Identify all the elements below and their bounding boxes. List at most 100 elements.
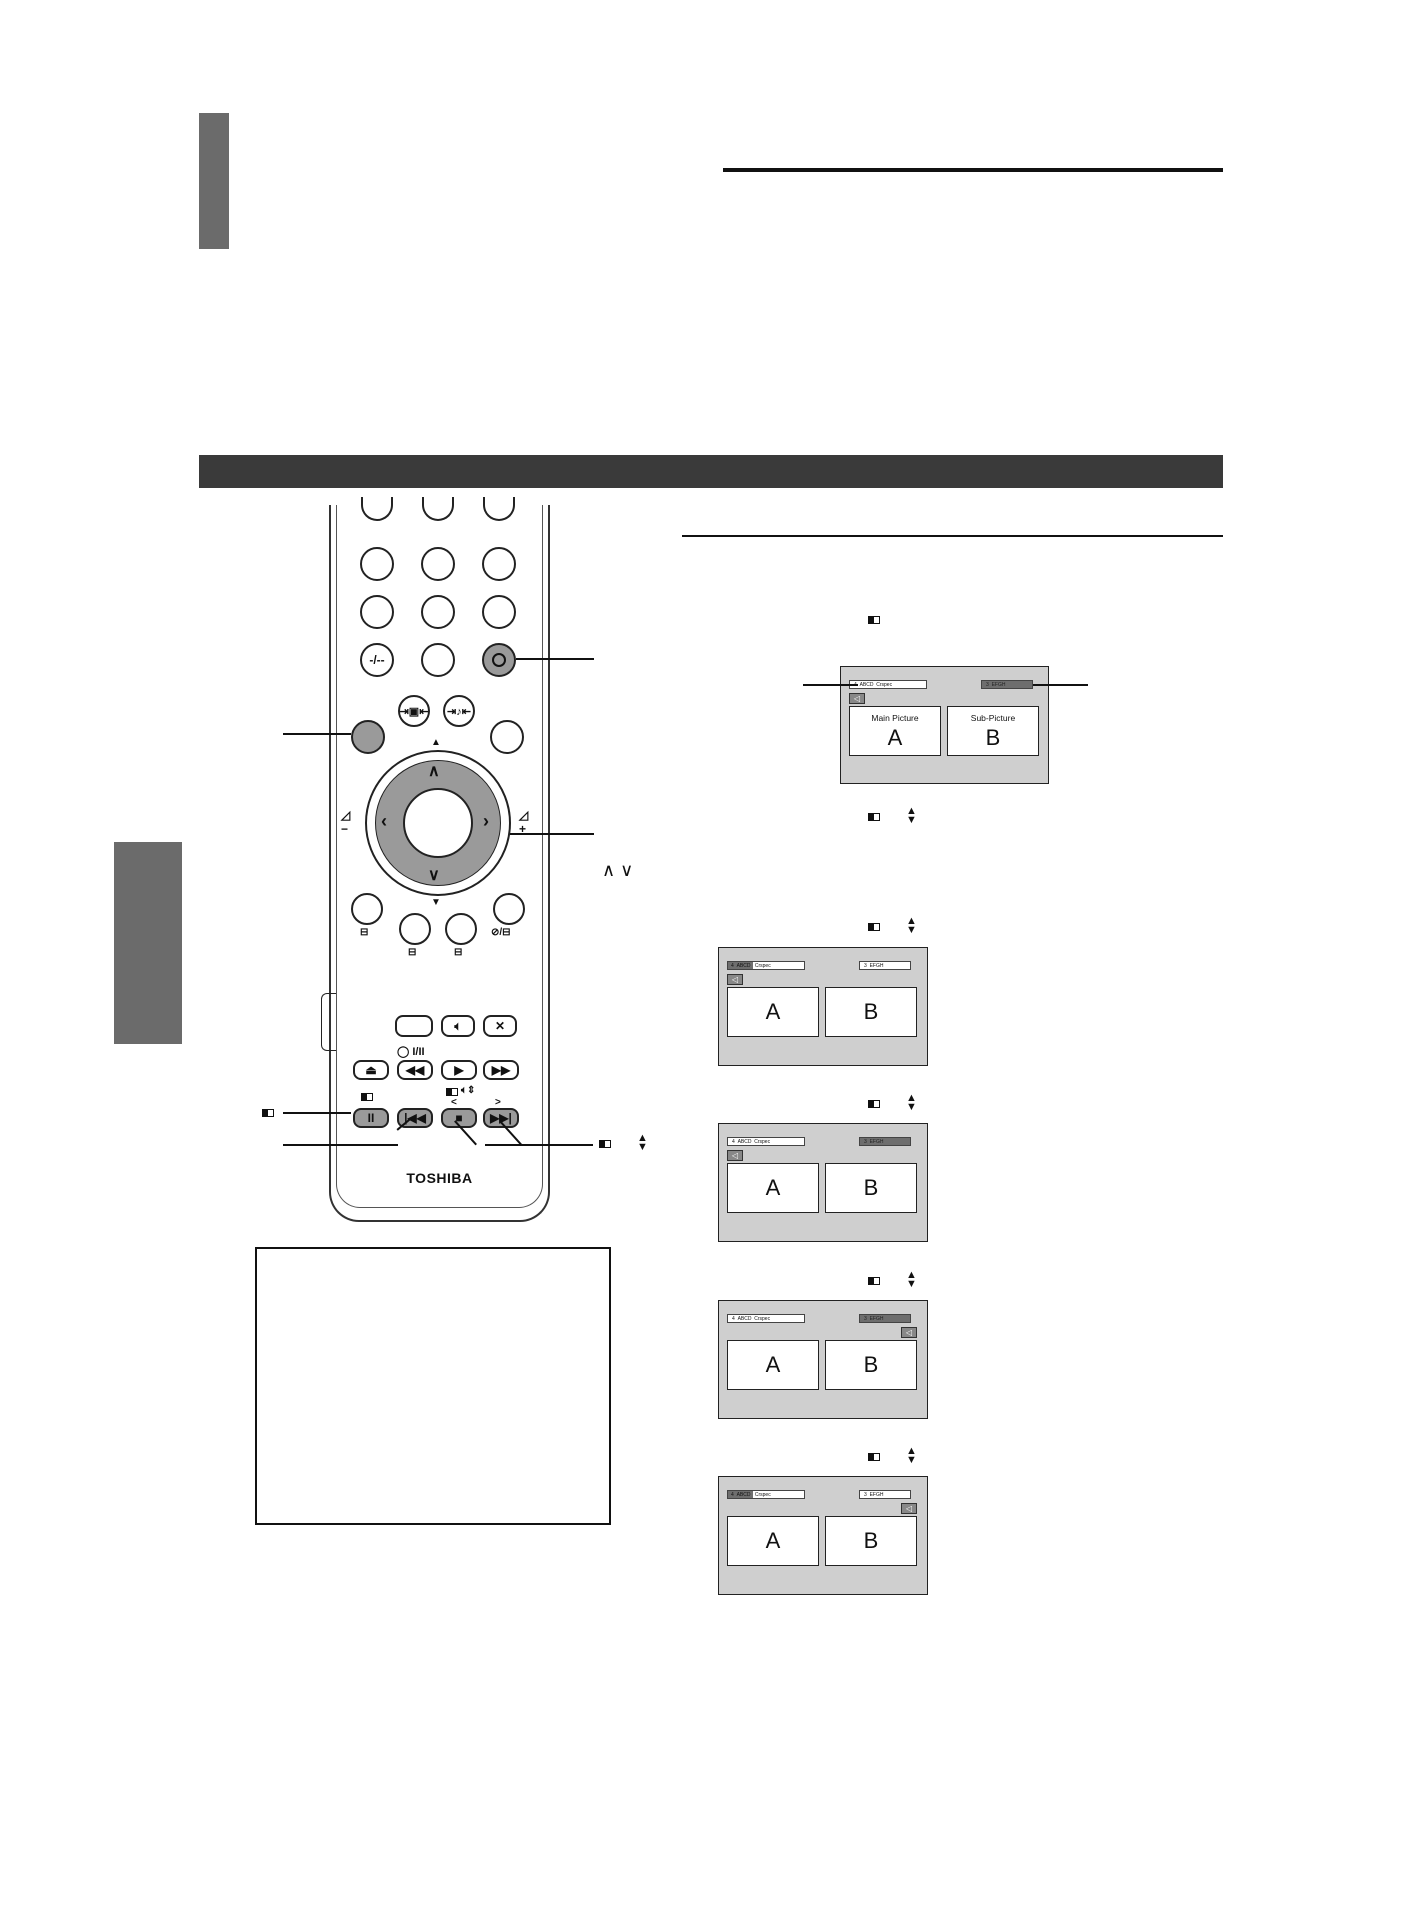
letter-a: A	[765, 1175, 781, 1200]
digit-button[interactable]	[482, 547, 516, 581]
pip-icon	[361, 1093, 373, 1101]
volume-up-icon: ◿+	[519, 808, 529, 836]
ch-up-down-label: ∧ ∨	[602, 860, 634, 880]
pip-screen-step4: 4 ABCD Crspec 3 EFGH ◁ A B	[718, 1476, 928, 1595]
pip-icon	[868, 1277, 880, 1285]
digit-button[interactable]	[421, 643, 455, 677]
fast-forward-button[interactable]: ▶▶	[483, 1060, 519, 1080]
teletext-icon: ⊟	[408, 947, 417, 958]
audio-mode-text: I/II	[412, 1046, 425, 1058]
dash-button[interactable]: -/--	[360, 643, 394, 677]
ok-button[interactable]	[403, 788, 473, 858]
note-box	[255, 1247, 611, 1525]
channel-number: 4	[732, 1315, 735, 1322]
channel-name: ABCD	[737, 1315, 752, 1322]
skip-forward-button[interactable]: ▶▶|	[483, 1108, 519, 1128]
right-info-bar: 3 EFGH	[859, 1314, 911, 1323]
nav-right-button[interactable]: ›	[483, 811, 489, 831]
callout-line	[516, 658, 594, 660]
right-chevron-icon: >	[495, 1097, 501, 1108]
header-rule	[723, 168, 1223, 172]
menu-button[interactable]	[351, 720, 385, 754]
left-info-bar: 4 ABCD Crspec	[727, 1137, 805, 1146]
pip-icon	[868, 923, 880, 931]
sound-button[interactable]: ⇥♪⇤	[443, 695, 475, 727]
letter-b: B	[863, 999, 879, 1024]
picture-b-box: B	[825, 1516, 917, 1566]
digit-button[interactable]	[360, 595, 394, 629]
callout-line	[283, 733, 351, 735]
section-bar	[199, 455, 1223, 488]
timer-icon: ⊘/⊟	[491, 927, 511, 938]
side-switch[interactable]	[321, 993, 336, 1051]
letter-a: A	[765, 1528, 781, 1553]
teletext-button[interactable]	[493, 893, 525, 925]
teletext-icon: ⊟	[360, 927, 369, 938]
nav-up-button[interactable]: ∧	[428, 763, 440, 780]
remote-inner-outline	[336, 505, 543, 1208]
teletext-button[interactable]	[445, 913, 477, 945]
down-triangle-icon: ▼	[431, 897, 441, 908]
channel-number: 3	[864, 1138, 867, 1145]
nav-down-button[interactable]: ∨	[428, 867, 440, 884]
blank-button[interactable]	[395, 1015, 433, 1037]
channel-number: 4	[731, 1491, 734, 1498]
pip-screen-step1: 4 ABCD Crspec 3 EFGH ◁ A B	[718, 947, 928, 1066]
speaker-button[interactable]: 🔈︎	[441, 1015, 475, 1037]
right-info-bar: 3 EFGH	[859, 961, 911, 970]
callout-line	[803, 684, 858, 686]
audio-mode-label: ◯ I/II	[397, 1046, 425, 1058]
input-icon	[492, 653, 506, 667]
letter-a: A	[765, 1352, 781, 1377]
picture-b-box: B	[825, 987, 917, 1037]
pip-icon	[868, 1453, 880, 1461]
channel-extra: Crspec	[754, 962, 771, 969]
up-down-arrows-icon: ▲▼	[906, 805, 917, 826]
pip-icon	[868, 813, 880, 821]
channel-name: EFGH	[869, 1491, 884, 1498]
header-tab	[199, 113, 229, 249]
eject-button[interactable]: ⏏︎	[353, 1060, 389, 1080]
digit-button[interactable]	[360, 547, 394, 581]
teletext-icon: ⊟	[454, 947, 463, 958]
speaker-icon: 🔈︎	[454, 1018, 462, 1033]
play-button[interactable]: ▶	[441, 1060, 477, 1080]
channel-name: EFGH	[869, 1315, 884, 1322]
channel-number: 3	[864, 962, 867, 969]
input-select-button[interactable]	[482, 643, 516, 677]
up-down-arrows-icon: ▲▼	[906, 1092, 917, 1113]
picture-b-box: B	[825, 1163, 917, 1213]
pause-button[interactable]: II	[353, 1108, 389, 1128]
channel-extra: Crspec	[876, 681, 893, 688]
subsection-rule	[682, 535, 1223, 537]
channel-name: EFGH	[991, 681, 1006, 688]
picture-a-box: A	[727, 1340, 819, 1390]
mute-button[interactable]: ✕	[483, 1015, 517, 1037]
nav-left-button[interactable]: ‹	[381, 811, 387, 831]
right-info-bar: 3 EFGH	[981, 680, 1033, 689]
channel-name: EFGH	[869, 962, 884, 969]
callout-line	[1033, 684, 1088, 686]
digit-button[interactable]	[482, 595, 516, 629]
picture-size-button[interactable]: ⇥▣⇤	[398, 695, 430, 727]
digit-button[interactable]	[421, 547, 455, 581]
rewind-button[interactable]: ◀◀	[397, 1060, 433, 1080]
exit-button[interactable]	[490, 720, 524, 754]
channel-name: ABCD	[736, 962, 751, 969]
left-chevron-icon: <	[451, 1097, 457, 1108]
digit-button[interactable]	[421, 595, 455, 629]
pip-icon	[446, 1088, 458, 1096]
speaker-updown-icon: 🔈︎⇕	[461, 1085, 476, 1096]
teletext-button[interactable]	[399, 913, 431, 945]
letter-b: B	[863, 1175, 879, 1200]
channel-name: EFGH	[869, 1138, 884, 1145]
left-info-bar: 4 ABCD Crspec	[727, 1490, 805, 1499]
speaker-icon: ◁	[727, 1150, 743, 1161]
pip-screen-main: 4 ABCD Crspec 3 EFGH ◁ Main Picture A Su…	[840, 666, 1049, 784]
sub-letter: B	[985, 725, 1001, 750]
teletext-button[interactable]	[351, 893, 383, 925]
right-info-bar: 3 EFGH	[859, 1490, 911, 1499]
brand-logo: TOSHIBA	[406, 1170, 473, 1186]
main-picture-label: Main Picture	[871, 713, 919, 723]
pip-screen-step2: 4 ABCD Crspec 3 EFGH ◁ A B	[718, 1123, 928, 1242]
